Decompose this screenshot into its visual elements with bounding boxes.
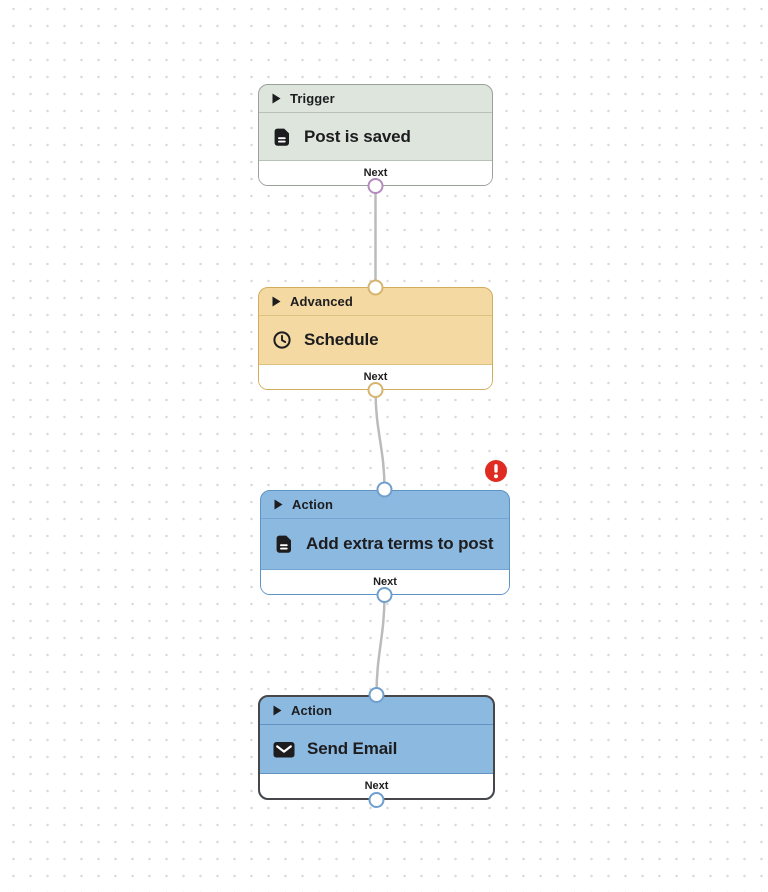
node-title: Add extra terms to post xyxy=(306,534,494,553)
error-badge[interactable] xyxy=(484,459,508,483)
workflow-node-send-email[interactable]: Action Send Email Next xyxy=(258,695,495,800)
exclamation-icon xyxy=(485,460,507,482)
collapse-arrow-icon[interactable] xyxy=(274,499,283,510)
node-category-label: Advanced xyxy=(290,294,353,309)
collapse-arrow-icon[interactable] xyxy=(272,296,281,307)
document-icon xyxy=(276,535,291,553)
clock-icon xyxy=(273,331,291,349)
node-body[interactable]: Add extra terms to post xyxy=(261,519,509,569)
workflow-node-schedule[interactable]: Advanced Schedule Next xyxy=(258,287,493,390)
workflow-node-add-extra-terms[interactable]: Action Add extra terms to post Next xyxy=(260,460,510,595)
collapse-arrow-icon[interactable] xyxy=(273,705,282,716)
node-body[interactable]: Schedule xyxy=(259,316,492,364)
node-body[interactable]: Post is saved xyxy=(259,113,492,160)
node-header[interactable]: Trigger xyxy=(259,85,492,113)
document-icon xyxy=(274,128,289,146)
node-title: Post is saved xyxy=(304,126,411,146)
node-category-label: Trigger xyxy=(290,91,335,106)
node-header[interactable]: Action xyxy=(260,697,493,725)
connector-wire-schedule-to-add-terms xyxy=(374,388,386,491)
connector-wire-add-terms-to-send-email xyxy=(375,593,386,697)
node-title: Schedule xyxy=(304,330,379,349)
node-footer: Next xyxy=(260,773,493,798)
mail-icon xyxy=(273,741,295,757)
node-footer: Next xyxy=(259,160,492,185)
node-footer: Next xyxy=(259,364,492,389)
next-port-label: Next xyxy=(373,576,397,588)
next-port-label: Next xyxy=(363,371,388,383)
node-category-label: Action xyxy=(292,497,334,512)
node-header[interactable]: Action xyxy=(261,491,509,519)
next-port-label: Next xyxy=(363,167,388,179)
node-body[interactable]: Send Email xyxy=(260,725,493,773)
workflow-node-trigger[interactable]: Trigger Post is saved Next xyxy=(258,84,493,186)
next-port-label: Next xyxy=(364,780,389,792)
node-footer: Next xyxy=(261,569,509,594)
node-header[interactable]: Advanced xyxy=(259,288,492,316)
node-category-label: Action xyxy=(291,703,333,718)
node-title: Send Email xyxy=(307,739,398,758)
collapse-arrow-icon[interactable] xyxy=(272,93,281,104)
